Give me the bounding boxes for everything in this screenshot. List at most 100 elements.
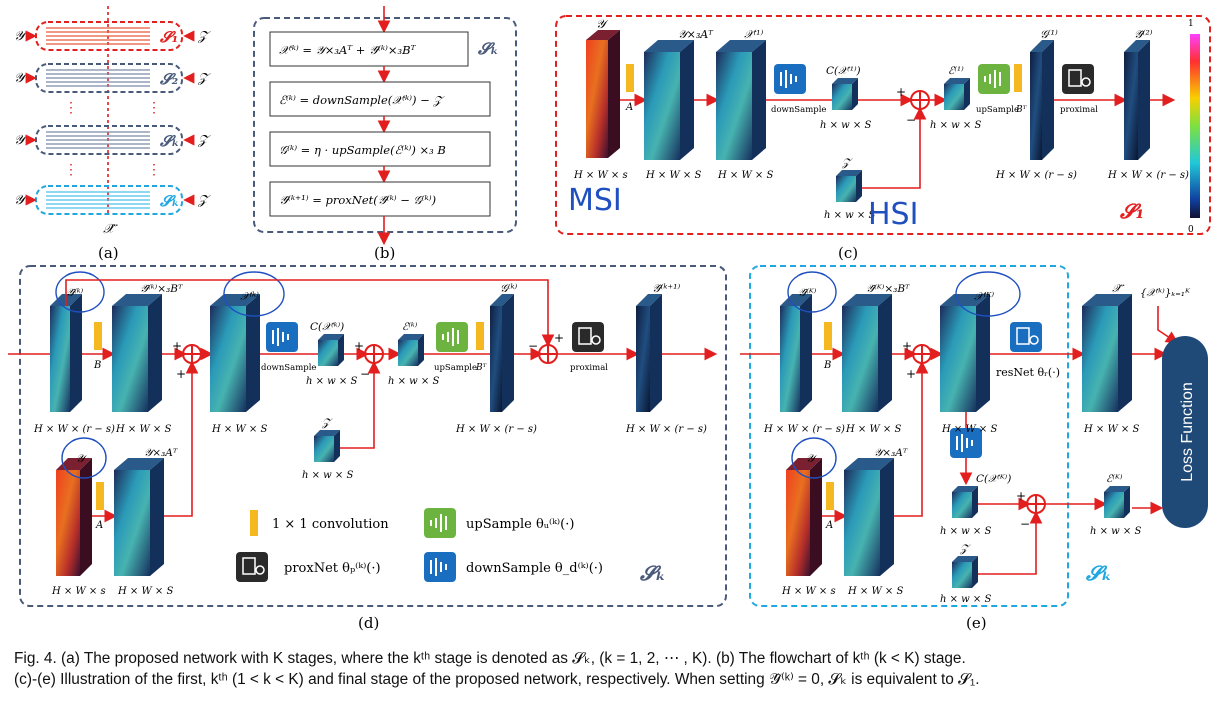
ya-dim: H × W × S — [847, 586, 903, 597]
panel-c: 𝒴 A 𝒴×₃Aᵀ 𝒳⁽¹⁾ downSample — [555, 15, 1211, 262]
xk-label: 𝒳⁽ᵏ⁾ — [240, 290, 259, 303]
colorbar-max: 1 — [1188, 19, 1194, 29]
resnet-icon — [1010, 322, 1042, 352]
yk-label: 𝒴̂⁽ᵏ⁾ — [66, 287, 84, 299]
svg-text:−: − — [906, 113, 916, 127]
y-cube — [786, 458, 822, 576]
downsample-icon — [950, 428, 982, 458]
legend: 1 × 1 convolution upSample θᵤ⁽ᵏ⁾(·) prox… — [236, 508, 603, 582]
xk-dim: H × W × S — [211, 424, 267, 435]
panel-c-label: (c) — [838, 244, 858, 262]
ykb-label: 𝒴̂⁽ᵏ⁾×₃Bᵀ — [140, 283, 183, 295]
yhat2-label: 𝒴̂⁽²⁾ — [1134, 28, 1153, 41]
z-label: 𝒵 — [841, 156, 853, 169]
z-cube — [952, 556, 978, 588]
y-dim: H × W × s — [573, 170, 628, 181]
svg-text:−: − — [360, 367, 370, 381]
yKB-cube — [842, 294, 892, 412]
caption-line-1: Fig. 4. (a) The proposed network with K … — [14, 650, 966, 667]
legend-downsample-label: downSample θ_d⁽ᵏ⁾(·) — [466, 561, 603, 576]
z-label: 𝒵 — [321, 416, 333, 429]
e1-cube — [944, 78, 970, 110]
a-label: A — [95, 520, 103, 531]
ya-label: 𝒴×₃Aᵀ — [144, 447, 178, 459]
svg-text:+: + — [354, 339, 364, 353]
yKB-dim: H × W × S — [845, 424, 901, 435]
cx-label: C(𝒳⁽¹⁾) — [826, 65, 861, 77]
cx-cube — [952, 486, 978, 518]
step-4-formula: 𝒴̂⁽ᵏ⁺¹⁾ = proxNet(𝒴̂⁽ᵏ⁾ − 𝒢⁽ᵏ⁾) — [279, 193, 436, 207]
step-1-formula: 𝒳⁽ᵏ⁾ = 𝒴×₃Aᵀ + 𝒴̂⁽ᵏ⁾×₃Bᵀ — [279, 43, 417, 57]
msi-cube — [586, 30, 620, 158]
conv-bt-bar — [476, 322, 484, 350]
eK-cube — [1104, 486, 1130, 518]
a-label: A — [625, 102, 633, 113]
svg-text:⋮: ⋮ — [147, 162, 161, 178]
input-y-label: 𝒴 — [14, 71, 28, 86]
b-label: B — [823, 360, 831, 371]
svg-text:⋮: ⋮ — [64, 100, 78, 116]
a-label: A — [825, 520, 833, 531]
stage-k-label: 𝓢ₖ — [159, 132, 179, 150]
proximal-icon — [1062, 64, 1094, 94]
proximal-label: proximal — [570, 363, 608, 373]
svg-text:+: + — [906, 367, 916, 381]
svg-text:−: − — [528, 339, 538, 353]
stage-k-label: 𝓢ₖ — [477, 39, 499, 58]
conv-a-bar — [96, 482, 104, 510]
legend-upsample-icon — [424, 508, 456, 538]
e1-dim: h × w × S — [930, 120, 981, 131]
svg-text:+: + — [902, 339, 912, 353]
yk1-label: 𝒴̂⁽ᵏ⁺¹⁾ — [652, 282, 681, 295]
cx-label: C(𝒳⁽ᵏ⁾) — [310, 321, 344, 333]
proximal-icon — [572, 322, 604, 352]
legend-proxnet-label: proxNet θₚ⁽ᵏ⁾(·) — [284, 561, 381, 576]
conv-a-bar — [826, 482, 834, 510]
cx-dim: h × w × S — [820, 120, 871, 131]
x1-cube — [716, 40, 766, 160]
y-dim: H × W × s — [781, 586, 836, 597]
xhat-cube — [1082, 294, 1132, 412]
downsample-icon — [774, 64, 806, 94]
legend-conv-label: 1 × 1 convolution — [272, 517, 389, 532]
ek-dim: h × w × S — [388, 376, 439, 387]
b-label: B — [93, 360, 101, 371]
panel-a-label: (a) — [98, 244, 119, 262]
legend-conv-swatch — [250, 510, 258, 536]
upsample-icon — [436, 322, 468, 352]
colorbar — [1190, 34, 1200, 218]
cx-dim: h × w × S — [306, 376, 357, 387]
svg-text:+: + — [896, 85, 906, 99]
output-xhat-label: 𝒳̂ — [103, 222, 118, 237]
panel-d: 𝒴̂⁽ᵏ⁾ B 𝒴̂⁽ᵏ⁾×₃Bᵀ ++ 𝒳⁽ᵏ⁾ downSample — [8, 265, 727, 632]
legend-proxnet-icon — [236, 552, 268, 582]
input-y-label: 𝒴 — [14, 29, 28, 44]
x1-dim: H × W × S — [717, 170, 773, 181]
ek-cube — [398, 334, 424, 366]
input-y-label: 𝒴 — [14, 193, 28, 208]
eK-dim: h × w × S — [1090, 526, 1141, 537]
yk1-cube — [636, 294, 662, 412]
input-z-label: 𝒵 — [197, 29, 211, 44]
ek-label: ℰ⁽ᵏ⁾ — [402, 321, 418, 333]
gk-cube — [490, 294, 514, 412]
z-dim: h × w × S — [824, 210, 875, 221]
upsample-label: upSample — [434, 363, 477, 373]
conv-bt-bar — [1014, 64, 1022, 92]
downsample-icon — [266, 322, 298, 352]
ya-dim: H × W × S — [117, 586, 173, 597]
gk-label: 𝒢⁽ᵏ⁾ — [500, 282, 518, 295]
panel-d-label: (d) — [358, 614, 379, 632]
svg-text:+: + — [554, 331, 564, 345]
yk1-dim: H × W × (r − s) — [625, 424, 707, 435]
ya-cube — [644, 40, 694, 160]
loss-function-block: Loss Function — [1162, 336, 1208, 528]
xhat-label: 𝒳̂ — [1112, 282, 1125, 295]
yk-cube — [50, 294, 82, 412]
panel-a: 𝓢₁ 𝓢₂ 𝓢ₖ 𝓢ₖ 𝒴 𝒴 𝒴 𝒴 𝒵 𝒵 𝒵 𝒵 𝒳̂ ⋮⋮⋮⋮ (a) — [14, 6, 211, 262]
y-label: 𝒴 — [596, 17, 609, 31]
yhat2-dim: H × W × (r − s) — [1107, 170, 1189, 181]
panel-e: 𝒴̂⁽ᴷ⁾ B 𝒴̂⁽ᴷ⁾×₃Bᵀ ++ 𝒳⁽ᴷ⁾ resNet θᵣ(·) — [740, 265, 1208, 632]
ykb-dim: H × W × S — [115, 424, 171, 435]
panel-b: 𝒳⁽ᵏ⁾ = 𝒴×₃Aᵀ + 𝒴̂⁽ᵏ⁾×₃Bᵀ ℰ⁽ᵏ⁾ = downSamp… — [253, 6, 517, 262]
